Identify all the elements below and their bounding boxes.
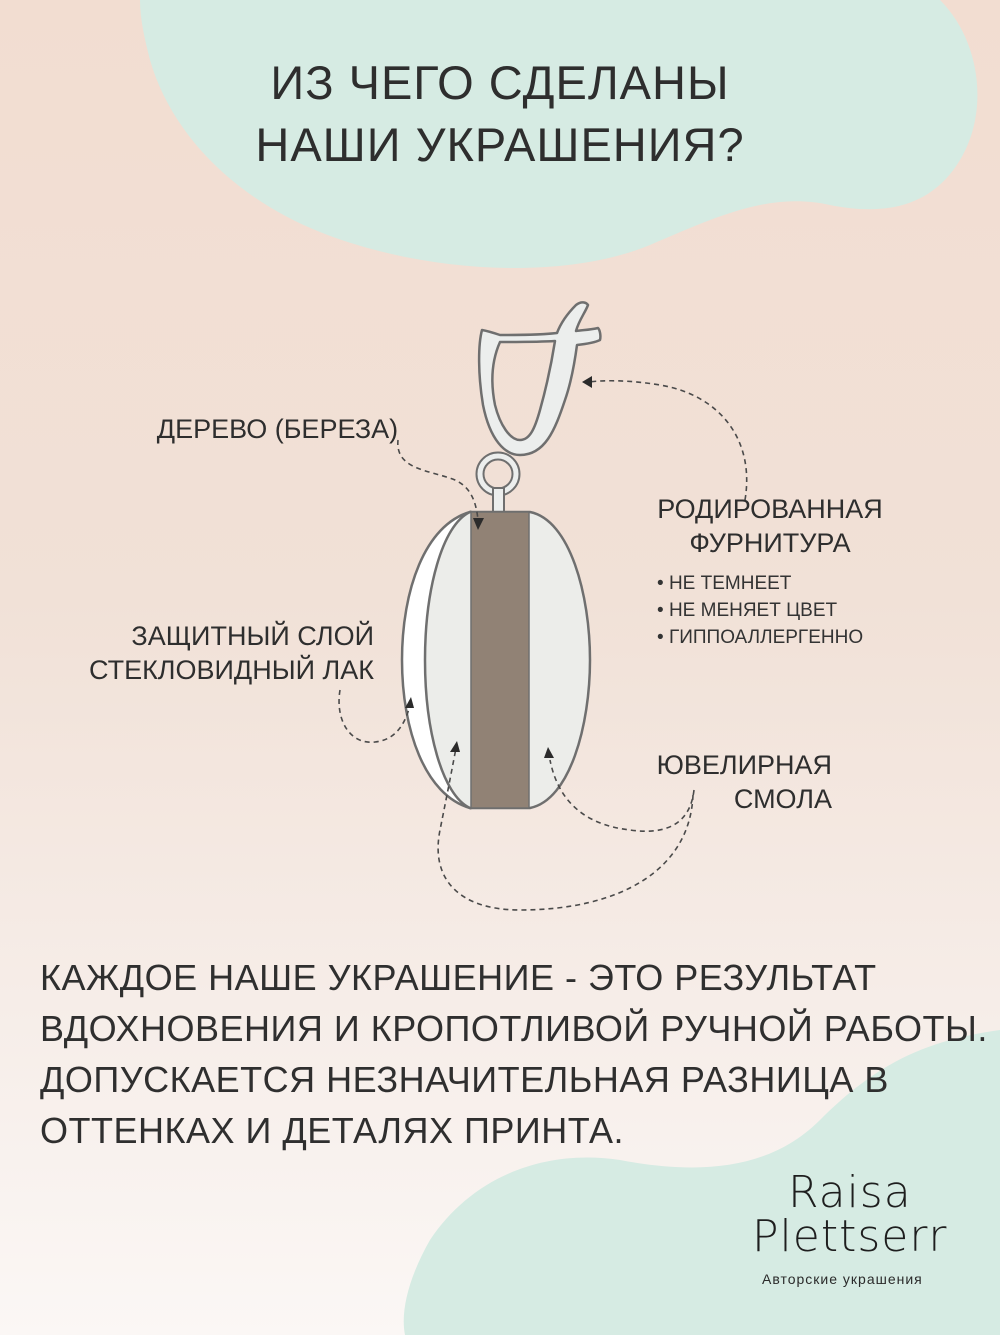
fittings-bullet: НЕ ТЕМНЕЕТ	[657, 570, 863, 597]
leader-resin-2	[437, 747, 694, 911]
label-fittings-line-1: РОДИРОВАННАЯ	[657, 494, 883, 524]
handmade-notice: КАЖДОЕ НАШЕ УКРАШЕНИЕ - ЭТО РЕЗУЛЬТАТ ВД…	[40, 952, 988, 1156]
label-coating-line-2: СТЕКЛОВИДНЫЙ ЛАК	[88, 655, 374, 685]
label-coating-line-1: ЗАЩИТНЫЙ СЛОЙ	[131, 621, 374, 651]
arrow-fittings	[582, 376, 592, 388]
title-line-2: НАШИ УКРАШЕНИЯ?	[255, 118, 745, 171]
label-fittings: РОДИРОВАННАЯ ФУРНИТУРА	[640, 492, 900, 560]
title-line-1: ИЗ ЧЕГО СДЕЛАНЫ	[270, 56, 730, 109]
leader-wood	[397, 439, 479, 521]
earring-pin	[492, 487, 505, 514]
label-resin: ЮВЕЛИРНАЯ СМОЛА	[600, 748, 832, 816]
earring-hook	[477, 301, 602, 457]
notice-line-3: ДОПУСКАЕТСЯ НЕЗНАЧИТЕЛЬНАЯ РАЗНИЦА В	[40, 1059, 889, 1100]
page-title: ИЗ ЧЕГО СДЕЛАНЫ НАШИ УКРАШЕНИЯ?	[140, 52, 860, 176]
notice-line-4: ОТТЕНКАХ И ДЕТАЛЯХ ПРИНТА.	[40, 1110, 625, 1151]
label-resin-line-1: ЮВЕЛИРНАЯ	[656, 750, 832, 780]
logo-line-2: Plettserr	[752, 1211, 948, 1262]
label-wood: ДЕРЕВО (БЕРЕЗА)	[156, 414, 399, 444]
fittings-bullet-list: НЕ ТЕМНЕЕТ НЕ МЕНЯЕТ ЦВЕТ ГИППОАЛЛЕРГЕНН…	[657, 570, 863, 651]
arrow-resin	[544, 747, 554, 758]
fittings-bullet: ГИППОАЛЛЕРГЕННО	[657, 624, 863, 651]
logo-line-1: Raisa	[788, 1167, 912, 1218]
notice-line-1: КАЖДОЕ НАШЕ УКРАШЕНИЕ - ЭТО РЕЗУЛЬТАТ	[40, 957, 877, 998]
leader-resin	[549, 759, 695, 832]
earring-illustration	[338, 301, 748, 911]
wood-stripe	[470, 511, 530, 809]
label-fittings-line-2: ФУРНИТУРА	[689, 528, 851, 558]
arrow-wood	[473, 518, 484, 530]
logo-tagline: Авторские украшения	[762, 1271, 923, 1287]
label-resin-line-2: СМОЛА	[733, 784, 832, 814]
leader-lacquer	[338, 689, 411, 743]
notice-line-2: ВДОХНОВЕНИЯ И КРОПОТЛИВОЙ РУЧНОЙ РАБОТЫ.	[40, 1008, 988, 1049]
brand-logo: Raisa Plettserr Авторские украшения	[740, 1165, 980, 1295]
label-coating: ЗАЩИТНЫЙ СЛОЙ СТЕКЛОВИДНЫЙ ЛАК	[40, 619, 374, 687]
leader-fittings	[587, 379, 748, 501]
fittings-bullet: НЕ МЕНЯЕТ ЦВЕТ	[657, 597, 863, 624]
arrow-resin-2	[450, 741, 460, 752]
arrow-lacquer	[405, 697, 414, 708]
top-mint-blob	[140, 0, 978, 269]
